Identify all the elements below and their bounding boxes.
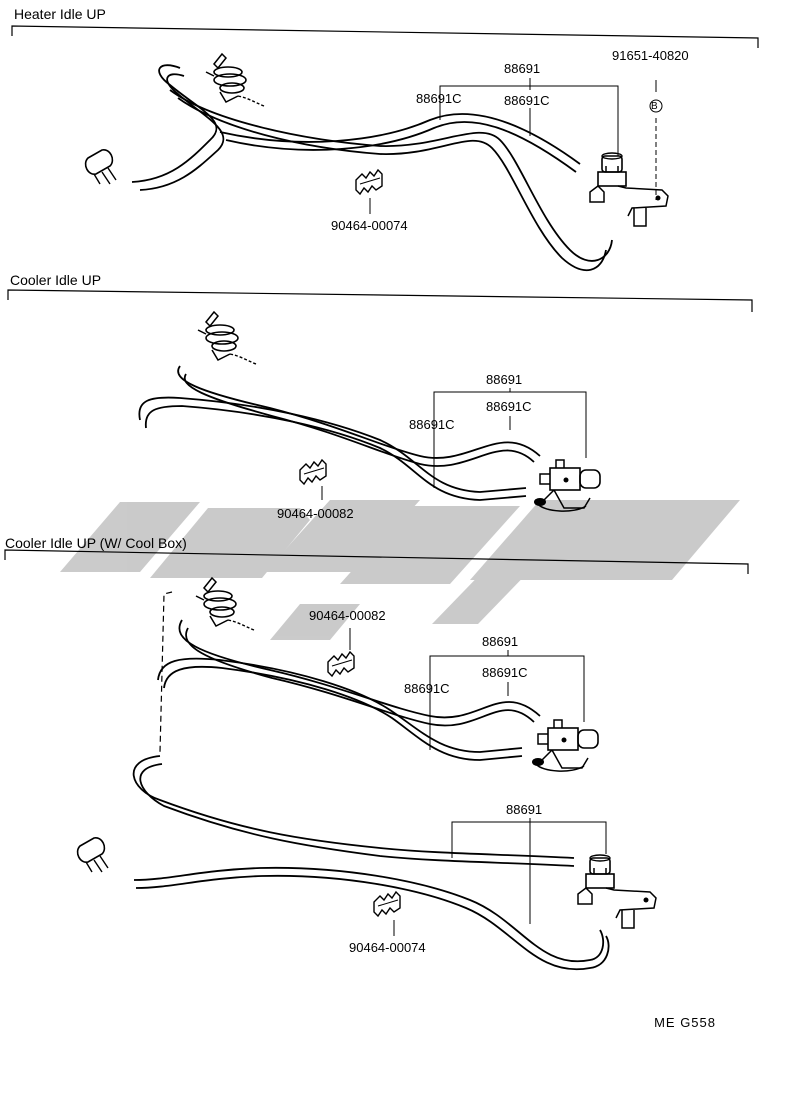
section-title-coolbox: Cooler Idle UP (W/ Cool Box) [5,535,187,551]
coolbox-hoses [132,619,610,971]
coolbox-vacuum-actuator [195,577,255,631]
label-heater-ref: B [651,101,658,112]
coolbox-hose-clamp-upper [327,651,355,677]
label-cooler-clamp: 90464-00082 [277,506,354,521]
cooler-vacuum-actuator [197,311,257,365]
label-coolbox-hose-a: 88691C [482,665,528,680]
coolbox-leader-lines [349,628,607,936]
section-title-cooler: Cooler Idle UP [10,272,102,288]
label-coolbox-hose-b: 88691C [404,681,450,696]
heater-hoses [131,64,613,272]
label-cooler-hose-b: 88691C [409,417,455,432]
coolbox-connector [76,836,109,873]
heater-vacuum-actuator [205,53,265,107]
cooler-hoses [138,365,541,501]
label-cooler-set: 88691 [486,372,523,387]
section-bracket-heater [11,25,759,48]
coolbox-hose-clamp-lower [373,891,401,917]
label-coolbox-clamp-bottom: 90464-00074 [349,940,426,955]
heater-vsv-valve [589,152,669,227]
heater-connector [84,148,117,185]
section-title-heater: Heater Idle UP [14,6,106,22]
label-coolbox-set-lower: 88691 [506,802,543,817]
label-heater-set: 88691 [504,61,541,76]
coolbox-dashed-link [159,591,173,753]
section-bracket-coolbox [4,549,749,574]
cooler-hose-clamp [299,459,327,485]
label-heater-clamp: 90464-00074 [331,218,408,233]
label-coolbox-set-upper: 88691 [482,634,519,649]
label-heater-hose-b: 88691C [504,93,550,108]
label-heater-bolt: 91651-40820 [612,48,689,63]
coolbox-vsv-valve-upper [531,719,599,772]
section-bracket-cooler [7,289,753,312]
label-coolbox-clamp-top: 90464-00082 [309,608,386,623]
heater-hose-clamp [355,169,383,195]
label-cooler-hose-a: 88691C [486,399,532,414]
sheet-code: ME G558 [654,1015,716,1030]
watermark-logo [60,500,740,640]
heater-leader-lines [369,78,663,214]
cooler-leader-lines [321,388,587,500]
label-heater-hose-a: 88691C [416,91,462,106]
coolbox-vsv-valve-lower [577,854,657,929]
